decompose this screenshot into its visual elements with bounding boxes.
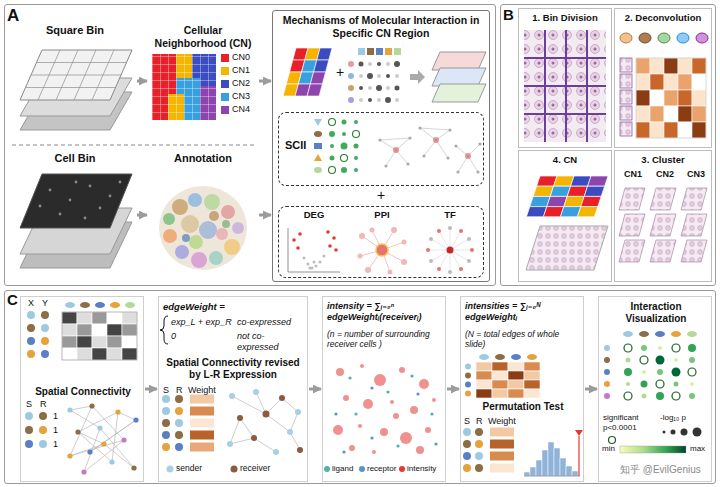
flow-arrow: [447, 388, 459, 391]
legend-swatch: [221, 106, 229, 114]
step-panel: 3. ClusterCN1CN2CN3: [614, 150, 712, 282]
legend-swatch: [221, 67, 229, 75]
column-header: R: [40, 399, 47, 409]
legend-item: CN0: [221, 53, 250, 63]
legend-swatch: [221, 54, 229, 62]
node-text: CN2: [649, 169, 681, 180]
legend-swatch: [221, 80, 229, 88]
legend-item: CN1: [221, 66, 250, 76]
node-title: 2. Deconvolution: [615, 12, 711, 23]
node-text: not co-expressed: [237, 331, 305, 353]
legend-item: CN3: [221, 92, 250, 102]
node-text: exp_L + exp_R: [171, 317, 235, 328]
node-text: co-expressed: [237, 317, 305, 328]
column-header: Weight: [488, 416, 516, 426]
node-title: Cell Bin: [14, 152, 136, 165]
legend-label: CN3: [232, 92, 250, 102]
step-panel: 2. Deconvolution: [614, 8, 712, 148]
key-label: receiver: [240, 464, 270, 474]
node-text: PPI: [351, 209, 413, 220]
node-text: Permutation Test: [465, 401, 581, 413]
legend-swatch: [221, 93, 229, 101]
step-column: intensities = ∑ᵢ₌₀ᴺ edgeWeightᵢ (N = tota…: [460, 296, 584, 482]
node-title: A: [7, 6, 19, 26]
node-title: 1. Bin Division: [519, 12, 611, 23]
flow-arrow: [137, 214, 147, 217]
scale-label: min: [602, 444, 615, 453]
flow-arrow: [145, 388, 157, 391]
panel-frame: C Spatial Connectivity edgeWeight = exp_L +…: [4, 290, 716, 484]
legend-item: CN4: [221, 105, 250, 115]
axis-label: X: [28, 298, 34, 308]
axis-label: Y: [42, 298, 48, 308]
legend-label: CN2: [232, 79, 250, 89]
column-header: R: [176, 385, 183, 395]
flow-arrow: [259, 80, 271, 83]
legend-label: CN4: [232, 105, 250, 115]
node-title: C: [7, 291, 18, 309]
key-label: p<0.0001: [603, 423, 637, 432]
node-title: Square Bin: [14, 24, 136, 37]
flow-arrow: [259, 214, 271, 217]
key-label: significant: [603, 413, 639, 422]
flow-arrow: [585, 388, 597, 391]
node-title: 4. CN: [519, 154, 611, 165]
node-title: intensity = ∑ᵢ₌₀ⁿ edgeWeightᵢ(receiverᵢ): [327, 301, 443, 323]
key-label: ligand: [332, 464, 353, 473]
step-panel: Annotation: [148, 150, 258, 280]
flow-arrow: [309, 388, 321, 391]
node-title: Annotation: [148, 152, 258, 165]
legend-label: CN0: [232, 53, 250, 63]
plus-sign: +: [336, 64, 344, 80]
column-header: S: [26, 399, 32, 409]
node-title: DEG: [283, 209, 345, 220]
legend-item: CN2: [221, 79, 250, 89]
node-text: (N = total edges of whole slide): [465, 329, 581, 349]
key-label: intensity: [407, 464, 436, 473]
node-text: CN3: [681, 169, 711, 180]
step-panel: Cell Bin: [14, 150, 136, 280]
node-title: intensities = ∑ᵢ₌₀ᴺ edgeWeightᵢ: [465, 301, 581, 323]
table-cell: 1: [53, 411, 58, 421]
table-cell: 1: [53, 439, 58, 449]
analysis-box: SCII: [278, 112, 484, 186]
step-column: Spatial Connectivity: [20, 296, 144, 482]
node-title: edgeWeight =: [163, 301, 303, 312]
column-header: S: [163, 385, 169, 395]
plus-sign: +: [377, 187, 385, 203]
column-header: Weight: [188, 385, 216, 395]
node-title: Cellular Neighborhood (CN): [148, 24, 258, 49]
node-text: CN1: [617, 169, 649, 180]
column-header: R: [476, 416, 483, 426]
legend-label: CN1: [232, 66, 250, 76]
node-title: Interaction Visualization: [601, 301, 711, 325]
node-title: SCII: [285, 139, 306, 152]
step-column: intensity = ∑ᵢ₌₀ⁿ edgeWeightᵢ(receiverᵢ)…: [322, 296, 446, 482]
step-panel: Square Bin: [14, 22, 136, 140]
watermark: 知乎 @EvilGenius: [620, 464, 701, 476]
node-title: Spatial Connectivity: [23, 386, 143, 398]
node-text: (n = number of surrounding receiver cell…: [327, 329, 443, 349]
column-header: S: [464, 416, 470, 426]
table-cell: 1: [53, 425, 58, 435]
node-text: 0: [171, 331, 191, 342]
node-text: Spatial Connectivity revised by L-R Expr…: [161, 357, 305, 381]
panel-frame: B1. Bin Division2. Deconvolution4. CN3. …: [500, 4, 716, 286]
node-title: 3. Cluster: [615, 154, 711, 165]
node-title: B: [503, 6, 514, 24]
process-box: Mechanisms of Molecular Interaction in S…: [272, 10, 490, 282]
step-panel: 4. CN: [518, 150, 612, 282]
panel-frame: ASquare Bin Cellular Neighborhood (CN) Cel…: [4, 4, 496, 286]
analysis-box: DEG PPI TF: [278, 206, 484, 278]
scale-label: max: [690, 444, 705, 453]
flow-arrow: [137, 80, 147, 83]
node-title: Mechanisms of Molecular Interaction in S…: [277, 14, 485, 39]
step-panel: 1. Bin Division: [518, 8, 612, 148]
node-text: TF: [419, 209, 481, 220]
key-label: receptor: [367, 464, 396, 473]
step-column: Interaction Visualization: [598, 296, 712, 482]
key-label: sender: [176, 464, 202, 474]
key-label: -log₁₀ p: [660, 413, 686, 422]
